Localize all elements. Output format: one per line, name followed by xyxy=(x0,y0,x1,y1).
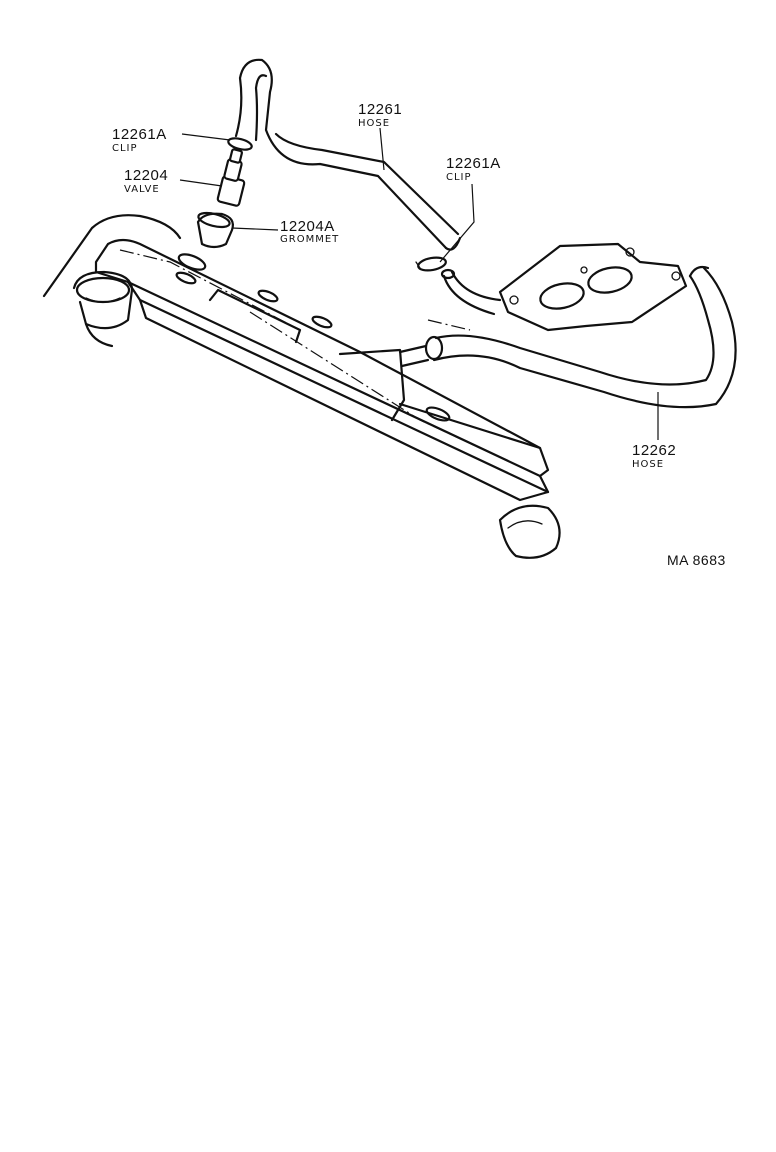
carburetor-flange xyxy=(440,242,688,332)
hose-12261 xyxy=(234,58,462,251)
callout-hose-12261: 12261 HOSE xyxy=(358,101,402,171)
callout-part-name: HOSE xyxy=(632,459,664,470)
callout-part-name: GROMMET xyxy=(280,234,339,245)
callout-part-name: HOSE xyxy=(358,118,390,129)
callout-part-no: 12261A xyxy=(112,126,167,143)
hose-12262 xyxy=(398,265,737,409)
callout-part-name: VALVE xyxy=(124,184,160,195)
callout-part-no: 12261A xyxy=(446,155,501,172)
callout-valve: 12204 VALVE xyxy=(124,167,223,195)
callout-grommet: 12204A GROMMET xyxy=(231,218,339,245)
clip-upper xyxy=(227,137,253,151)
pcv-valve xyxy=(216,148,246,207)
cylinder-head-cover xyxy=(42,214,561,559)
callout-part-name: CLIP xyxy=(446,172,472,183)
callout-part-name: CLIP xyxy=(112,143,138,154)
callout-hose-12262: 12262 HOSE xyxy=(632,392,676,470)
callout-part-no: 12204A xyxy=(280,218,335,235)
callout-part-no: 12262 xyxy=(632,442,676,459)
callout-clip-lower: 12261A CLIP xyxy=(439,155,501,263)
callout-part-no: 12261 xyxy=(358,101,402,118)
callout-clip-upper: 12261A CLIP xyxy=(112,126,231,154)
callout-part-no: 12204 xyxy=(124,167,168,184)
diagram-reference: MA 8683 xyxy=(667,552,726,568)
clip-lower xyxy=(415,256,447,272)
grommet xyxy=(196,211,234,249)
